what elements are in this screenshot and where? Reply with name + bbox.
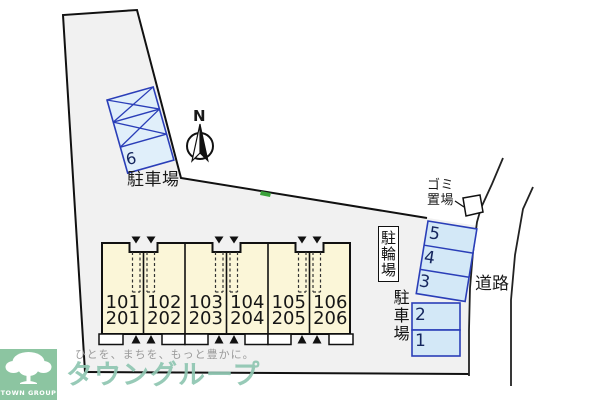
bicycle-parking-box: 駐輪場 [378, 226, 399, 282]
logo-text: TOWN GROUP [0, 389, 57, 397]
parking-stack-543 [415, 220, 478, 303]
parking-space-1 [411, 329, 461, 357]
entrance-marker [260, 191, 271, 197]
company-name: タウングループ [66, 360, 261, 391]
tree-icon [5, 352, 52, 384]
unit-label-106-206: 106 206 [310, 292, 352, 329]
unit-label-103-203: 103 203 [185, 292, 227, 329]
road-label: 道路 [475, 274, 509, 294]
site-boundary-line [61, 8, 428, 373]
unit-number: 106 [313, 292, 348, 313]
unit-number: 202 [147, 308, 182, 329]
unit-number: 104 [230, 292, 265, 313]
parking-block-6 [106, 85, 175, 175]
door-triangles-bottom [131, 335, 322, 344]
unit-number: 102 [147, 292, 182, 313]
garbage-pointer-line [454, 200, 465, 208]
brand-tagline: ひとを、まちを、もっと豊かに。 [75, 348, 255, 361]
bicycle-parking-label: 駐輪場 [379, 230, 397, 278]
x-marks [106, 86, 167, 148]
unit-number: 204 [230, 308, 265, 329]
road-inner-edge [468, 157, 504, 376]
parking-space-2 [411, 302, 461, 331]
unit-label-105-205: 105 205 [268, 292, 310, 329]
town-group-logo: TOWN GROUP [0, 349, 57, 400]
unit-number: 205 [271, 308, 306, 329]
unit-number: 105 [271, 292, 306, 313]
unit-number: 206 [313, 308, 348, 329]
garbage-box [462, 194, 484, 217]
site-bottom-line [84, 371, 470, 375]
parking-space-1-number: 1 [415, 331, 426, 351]
unit-number: 201 [105, 308, 140, 329]
unit-dividers [142, 243, 311, 334]
unit-label-104-204: 104 204 [227, 292, 269, 329]
parking-space-2-number: 2 [415, 305, 426, 325]
balcony-boxes [98, 333, 354, 346]
north-label: N [193, 107, 206, 125]
north-compass-icon [186, 123, 214, 163]
door-triangles-top [131, 236, 322, 244]
unit-number: 103 [188, 292, 223, 313]
parking-label-top: 駐車場 [127, 170, 180, 190]
unit-label-102-202: 102 202 [144, 292, 186, 329]
garbage-area-label: ゴミ 置場 [427, 178, 455, 208]
unit-label-101-201: 101 201 [102, 292, 144, 329]
road-outer-edge [510, 186, 534, 386]
parking-label-side: 駐車場 [390, 289, 410, 343]
unit-number: 203 [188, 308, 223, 329]
unit-number: 101 [105, 292, 140, 313]
